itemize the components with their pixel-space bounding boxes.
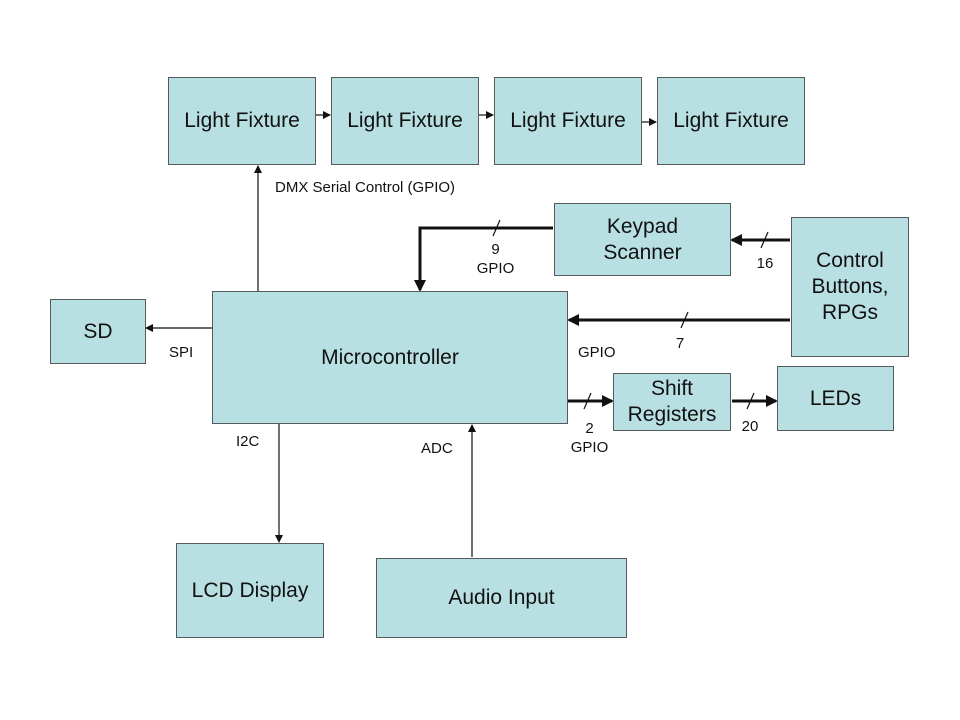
audio-input-block: Audio Input — [376, 558, 627, 638]
lcd-display-block: LCD Display — [176, 543, 324, 638]
slash-keypad-bus — [492, 219, 501, 237]
light-fixture-1: Light Fixture — [168, 77, 316, 165]
dmx-label: DMX Serial Control (GPIO) — [275, 179, 456, 196]
keypad-bus-label: 9 GPIO — [476, 241, 515, 277]
control-bus-label: 7 — [675, 335, 685, 352]
arrow-keypad-to-micro — [414, 226, 553, 292]
keypad-scanner-block: Keypad Scanner — [554, 203, 731, 276]
leds-bus-label: 20 — [741, 418, 759, 435]
leds-block: LEDs — [777, 366, 894, 431]
slash-control-keypad — [760, 231, 769, 249]
microcontroller-block: Microcontroller — [212, 291, 568, 424]
light-fixture-2: Light Fixture — [331, 77, 479, 165]
shift-registers-block: Shift Registers — [613, 373, 731, 431]
slash-control-bus — [680, 311, 689, 329]
i2c-label: I2C — [236, 433, 260, 450]
control-keypad-bus-label: 16 — [756, 255, 774, 272]
slash-leds-bus — [746, 392, 755, 410]
control-buttons-block: Control Buttons, RPGs — [791, 217, 909, 357]
slash-shift-bus — [583, 392, 592, 410]
sd-block: SD — [50, 299, 146, 364]
light-fixture-3: Light Fixture — [494, 77, 642, 165]
adc-label: ADC — [421, 440, 453, 457]
shift-bus-label: 2 GPIO — [570, 420, 609, 456]
light-fixture-4: Light Fixture — [657, 77, 805, 165]
gpio-control-label: GPIO — [578, 344, 616, 361]
spi-label: SPI — [169, 344, 194, 361]
